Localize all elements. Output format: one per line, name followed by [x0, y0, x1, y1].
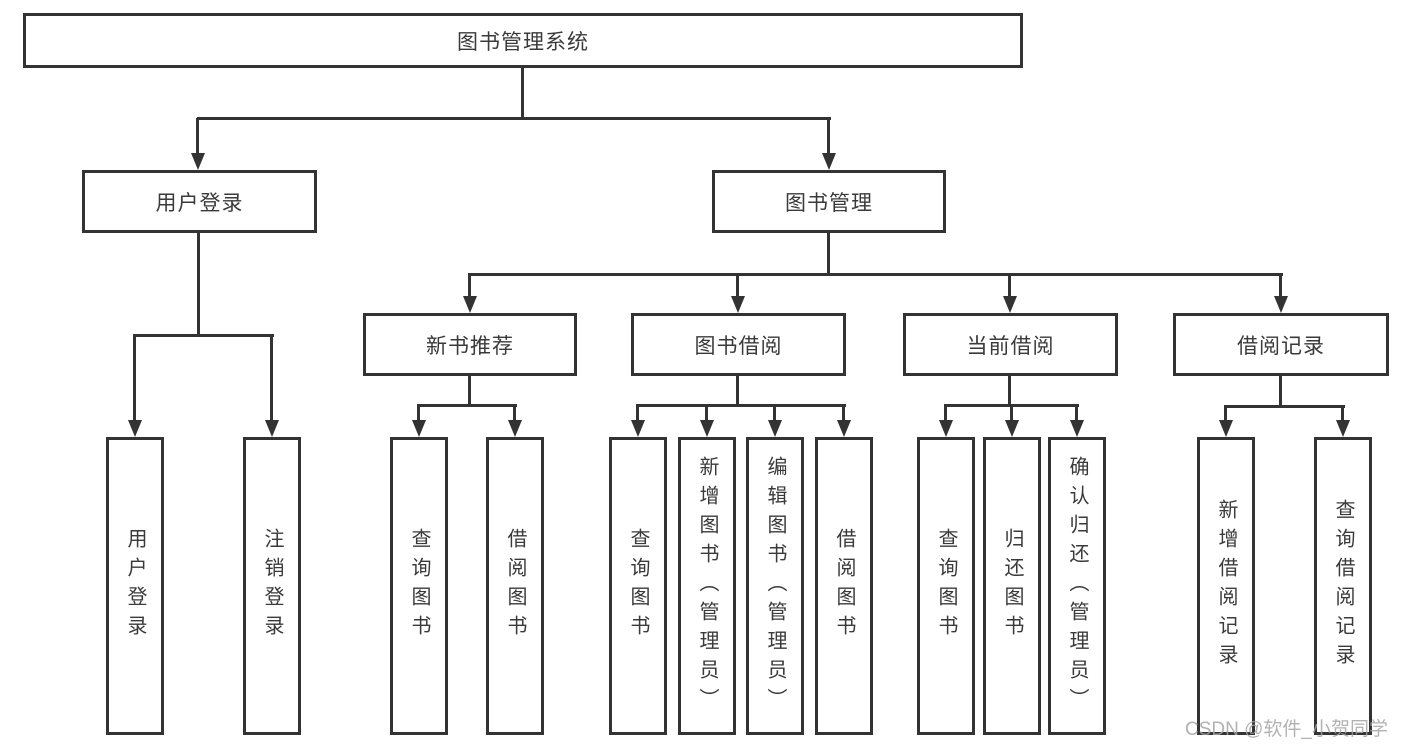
node-leaf-borrow-books-recommend-label: 借阅图书 — [504, 528, 526, 644]
node-leaf-borrow-books-recommend: 借阅图书 — [486, 437, 544, 735]
connector-line-vertical — [270, 335, 273, 422]
node-leaf-add-borrow-record-label: 新增借阅记录 — [1215, 499, 1237, 673]
node-leaf-borrow-books-borrowing: 借阅图书 — [815, 437, 873, 735]
node-book-borrowing: 图书借阅 — [631, 313, 846, 376]
connector-line-vertical — [1010, 405, 1013, 422]
connector-line-horizontal — [468, 273, 1283, 276]
node-leaf-confirm-return-admin: 确认归还（管理员） — [1048, 437, 1106, 735]
arrow-down-icon — [822, 153, 836, 170]
connector-line-vertical — [468, 274, 471, 298]
node-leaf-query-borrow-record: 查询借阅记录 — [1314, 437, 1372, 735]
arrow-down-icon — [463, 296, 477, 313]
node-book-borrowing-label: 图书借阅 — [694, 334, 783, 358]
connector-line-vertical — [736, 376, 739, 406]
connector-line-vertical — [705, 405, 708, 422]
connector-line-vertical — [1008, 376, 1011, 406]
arrow-down-icon — [508, 420, 522, 437]
node-borrow-records: 借阅记录 — [1173, 313, 1389, 376]
connector-line-vertical — [513, 405, 516, 422]
node-current-borrowing-label: 当前借阅 — [966, 334, 1055, 358]
connector-line-vertical — [1279, 274, 1282, 298]
node-leaf-add-books-admin-label: 新增图书（管理员） — [696, 455, 718, 717]
arrow-down-icon — [700, 420, 714, 437]
node-leaf-logout: 注销登录 — [243, 437, 301, 735]
arrow-down-icon — [412, 420, 426, 437]
connector-line-vertical — [1075, 405, 1078, 422]
node-leaf-add-borrow-record: 新增借阅记录 — [1197, 437, 1255, 735]
node-leaf-user-login: 用户登录 — [106, 437, 164, 735]
node-leaf-query-books-current-label: 查询图书 — [935, 528, 957, 644]
connector-line-vertical — [468, 376, 471, 406]
connector-line-vertical — [1008, 274, 1011, 298]
node-leaf-confirm-return-admin-label: 确认归还（管理员） — [1066, 455, 1088, 717]
node-root: 图书管理系统 — [23, 13, 1023, 68]
connector-line-vertical — [1279, 376, 1282, 408]
arrow-down-icon — [128, 420, 142, 437]
connector-line-vertical — [944, 405, 947, 422]
connector-line-horizontal — [197, 117, 831, 120]
node-user-login: 用户登录 — [82, 170, 317, 233]
arrow-down-icon — [631, 420, 645, 437]
node-book-management: 图书管理 — [712, 170, 946, 233]
node-new-book-recommend-label: 新书推荐 — [426, 334, 514, 358]
node-leaf-user-login-label: 用户登录 — [124, 528, 146, 644]
connector-line-vertical — [842, 405, 845, 422]
connector-line-vertical — [827, 118, 830, 155]
node-leaf-query-books-recommend-label: 查询图书 — [408, 528, 430, 644]
arrow-down-icon — [191, 153, 205, 170]
arrow-down-icon — [939, 420, 953, 437]
connector-line-horizontal — [636, 404, 846, 407]
node-leaf-query-books-borrowing: 查询图书 — [609, 437, 667, 735]
connector-line-horizontal — [1224, 405, 1345, 408]
connector-line-vertical — [827, 233, 830, 275]
arrow-down-icon — [1274, 296, 1288, 313]
arrow-down-icon — [1005, 420, 1019, 437]
watermark: CSDN @软件_小贺同学 — [1185, 719, 1388, 740]
node-leaf-borrow-books-borrowing-label: 借阅图书 — [833, 528, 855, 644]
node-leaf-return-books-label: 归还图书 — [1001, 528, 1023, 644]
arrow-down-icon — [731, 296, 745, 313]
node-leaf-edit-books-admin-label: 编辑图书（管理员） — [764, 455, 786, 717]
node-leaf-return-books: 归还图书 — [983, 437, 1041, 735]
connector-line-vertical — [417, 405, 420, 422]
connector-line-vertical — [636, 405, 639, 422]
connector-line-vertical — [197, 233, 200, 336]
arrow-down-icon — [265, 420, 279, 437]
arrow-down-icon — [837, 420, 851, 437]
connector-line-vertical — [773, 405, 776, 422]
connector-line-vertical — [133, 335, 136, 422]
node-leaf-add-books-admin: 新增图书（管理员） — [678, 437, 736, 735]
node-leaf-query-borrow-record-label: 查询借阅记录 — [1332, 499, 1354, 673]
node-new-book-recommend: 新书推荐 — [363, 313, 577, 376]
connector-line-vertical — [1341, 406, 1344, 422]
connector-line-vertical — [1224, 406, 1227, 422]
arrow-down-icon — [768, 420, 782, 437]
node-leaf-query-books-current: 查询图书 — [917, 437, 975, 735]
arrow-down-icon — [1070, 420, 1084, 437]
node-book-management-label: 图书管理 — [785, 191, 873, 215]
arrow-down-icon — [1219, 420, 1233, 437]
node-leaf-query-books-recommend: 查询图书 — [390, 437, 448, 735]
node-borrow-records-label: 借阅记录 — [1237, 334, 1325, 358]
connector-line-horizontal — [417, 404, 517, 407]
connector-line-vertical — [736, 274, 739, 298]
node-root-label: 图书管理系统 — [457, 30, 589, 54]
arrow-down-icon — [1336, 420, 1350, 437]
connector-line-vertical — [521, 67, 524, 118]
arrow-down-icon — [1003, 296, 1017, 313]
node-current-borrowing: 当前借阅 — [903, 313, 1118, 376]
node-user-login-label: 用户登录 — [155, 191, 244, 215]
node-leaf-query-books-borrowing-label: 查询图书 — [627, 528, 649, 644]
node-leaf-edit-books-admin: 编辑图书（管理员） — [746, 437, 804, 735]
connector-line-horizontal — [133, 334, 274, 337]
node-leaf-logout-label: 注销登录 — [261, 528, 283, 644]
connector-line-vertical — [196, 118, 199, 155]
